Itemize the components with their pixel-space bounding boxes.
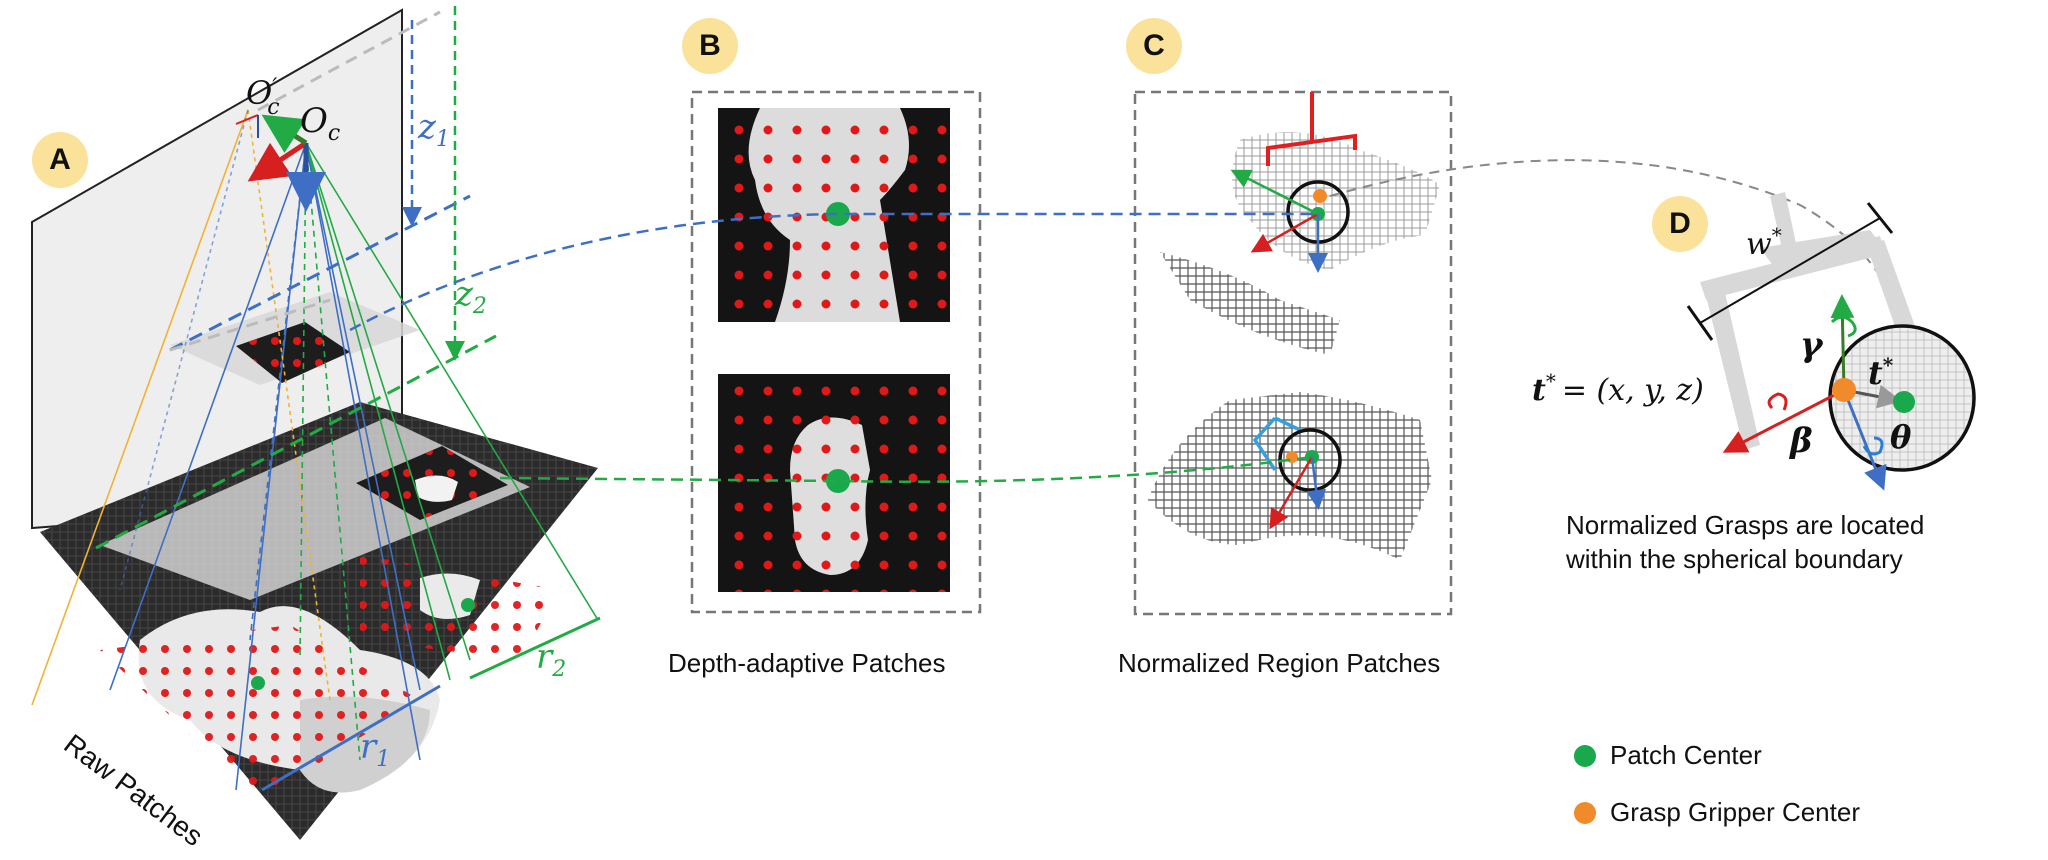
- theta-label: θ: [1890, 418, 1912, 456]
- w-dimension: [1699, 217, 1881, 324]
- caption-b: Depth-adaptive Patches: [668, 648, 946, 678]
- r1-label: r1: [360, 727, 390, 772]
- panel-c-frame: [1133, 90, 1453, 616]
- grasp-note-line-2: within the spherical boundary: [1566, 544, 1903, 574]
- grasp-note: Normalized Grasps are located within the…: [1566, 508, 1924, 576]
- patch-center-d: [1893, 391, 1915, 413]
- raw-patches-caption: Raw Patches: [58, 728, 208, 852]
- axis-green-c1: [1230, 169, 1319, 216]
- badge-d: D: [1652, 196, 1708, 252]
- badge-a: A: [32, 132, 88, 188]
- camera-frame-oc-prime: [235, 114, 259, 138]
- grasp-note-line-1: Normalized Grasps are located: [1566, 510, 1925, 540]
- panel-c: [1133, 90, 1453, 616]
- axis-red-c2: [1269, 456, 1314, 530]
- oc-label: Oc: [300, 101, 340, 146]
- z2-plane-line: [95, 334, 497, 550]
- raw-patch-dots: [100, 625, 420, 800]
- legend-dot-green: [1574, 744, 1596, 767]
- panel-b-frame: [690, 90, 982, 614]
- patch-center-b1: [826, 202, 850, 226]
- w-tick-right: [1866, 202, 1894, 234]
- point-cloud-2: [1148, 392, 1432, 560]
- point-cloud-1b: [1160, 252, 1340, 355]
- w-label: w*: [1746, 223, 1782, 262]
- t-formula: t*= (x, y, z): [1532, 369, 1704, 408]
- legend-dot-orange: [1574, 801, 1596, 824]
- patch-center-b2: [826, 469, 850, 493]
- panel-b: [690, 90, 982, 614]
- axis-red-c1: [1250, 212, 1319, 253]
- point-cloud-1: [1232, 132, 1440, 270]
- link-blue: [349, 212, 1318, 332]
- axis-theta: [1842, 389, 1887, 491]
- projection-rays: [31, 109, 599, 791]
- raw-patch-center-1: [251, 676, 265, 690]
- axis-gamma: [1830, 294, 1855, 391]
- panel-d: w* γ β θ t* t*= (x, y, z): [1532, 192, 1976, 491]
- axis-beta: [1722, 388, 1845, 453]
- camera-frame-oc: [247, 114, 326, 212]
- rot-theta: [1862, 436, 1884, 456]
- gripper-c2: [1252, 416, 1301, 471]
- gripper-c1: [1266, 92, 1357, 166]
- legend-label-patch-center: Patch Center: [1610, 740, 1762, 770]
- legend-grasp-center: Grasp Gripper Center: [1574, 797, 1860, 828]
- beta-label: β: [1788, 421, 1813, 461]
- panel-a: z1 z2 r1 r2 Oc O′c Raw Patches: [31, 6, 601, 852]
- top-gray-dash: [257, 10, 441, 112]
- gripper-center-c1: [1313, 189, 1327, 203]
- patch-z2-object: [415, 475, 458, 502]
- gripper-center-d: [1832, 378, 1856, 402]
- caption-c: Normalized Region Patches: [1118, 648, 1441, 678]
- patch-z1-dots: [236, 322, 350, 383]
- r1-dimension: [261, 684, 441, 792]
- legend-patch-center: Patch Center: [1574, 740, 1762, 771]
- rot-beta: [1767, 392, 1788, 411]
- legend-label-grasp-center: Grasp Gripper Center: [1610, 797, 1860, 827]
- raw-patch-center-2: [461, 598, 475, 612]
- z1-label: z1: [417, 107, 450, 152]
- axis-blue-c2: [1306, 456, 1327, 510]
- gamma-label: γ: [1800, 325, 1824, 365]
- r2-label: r2: [536, 637, 566, 682]
- w-tick-left: [1686, 305, 1714, 341]
- r2-dimension: [469, 616, 601, 680]
- oc-prime-label: O′c: [246, 74, 280, 120]
- rot-gamma: [1830, 315, 1857, 338]
- gray-dash-2: [169, 298, 331, 352]
- link-green: [499, 455, 1313, 483]
- badge-c: C: [1126, 18, 1182, 74]
- z2-label: z2: [454, 274, 487, 319]
- t-star-label: t*: [1868, 353, 1894, 392]
- badge-b: B: [682, 18, 738, 74]
- z1-plane-line: [169, 194, 471, 352]
